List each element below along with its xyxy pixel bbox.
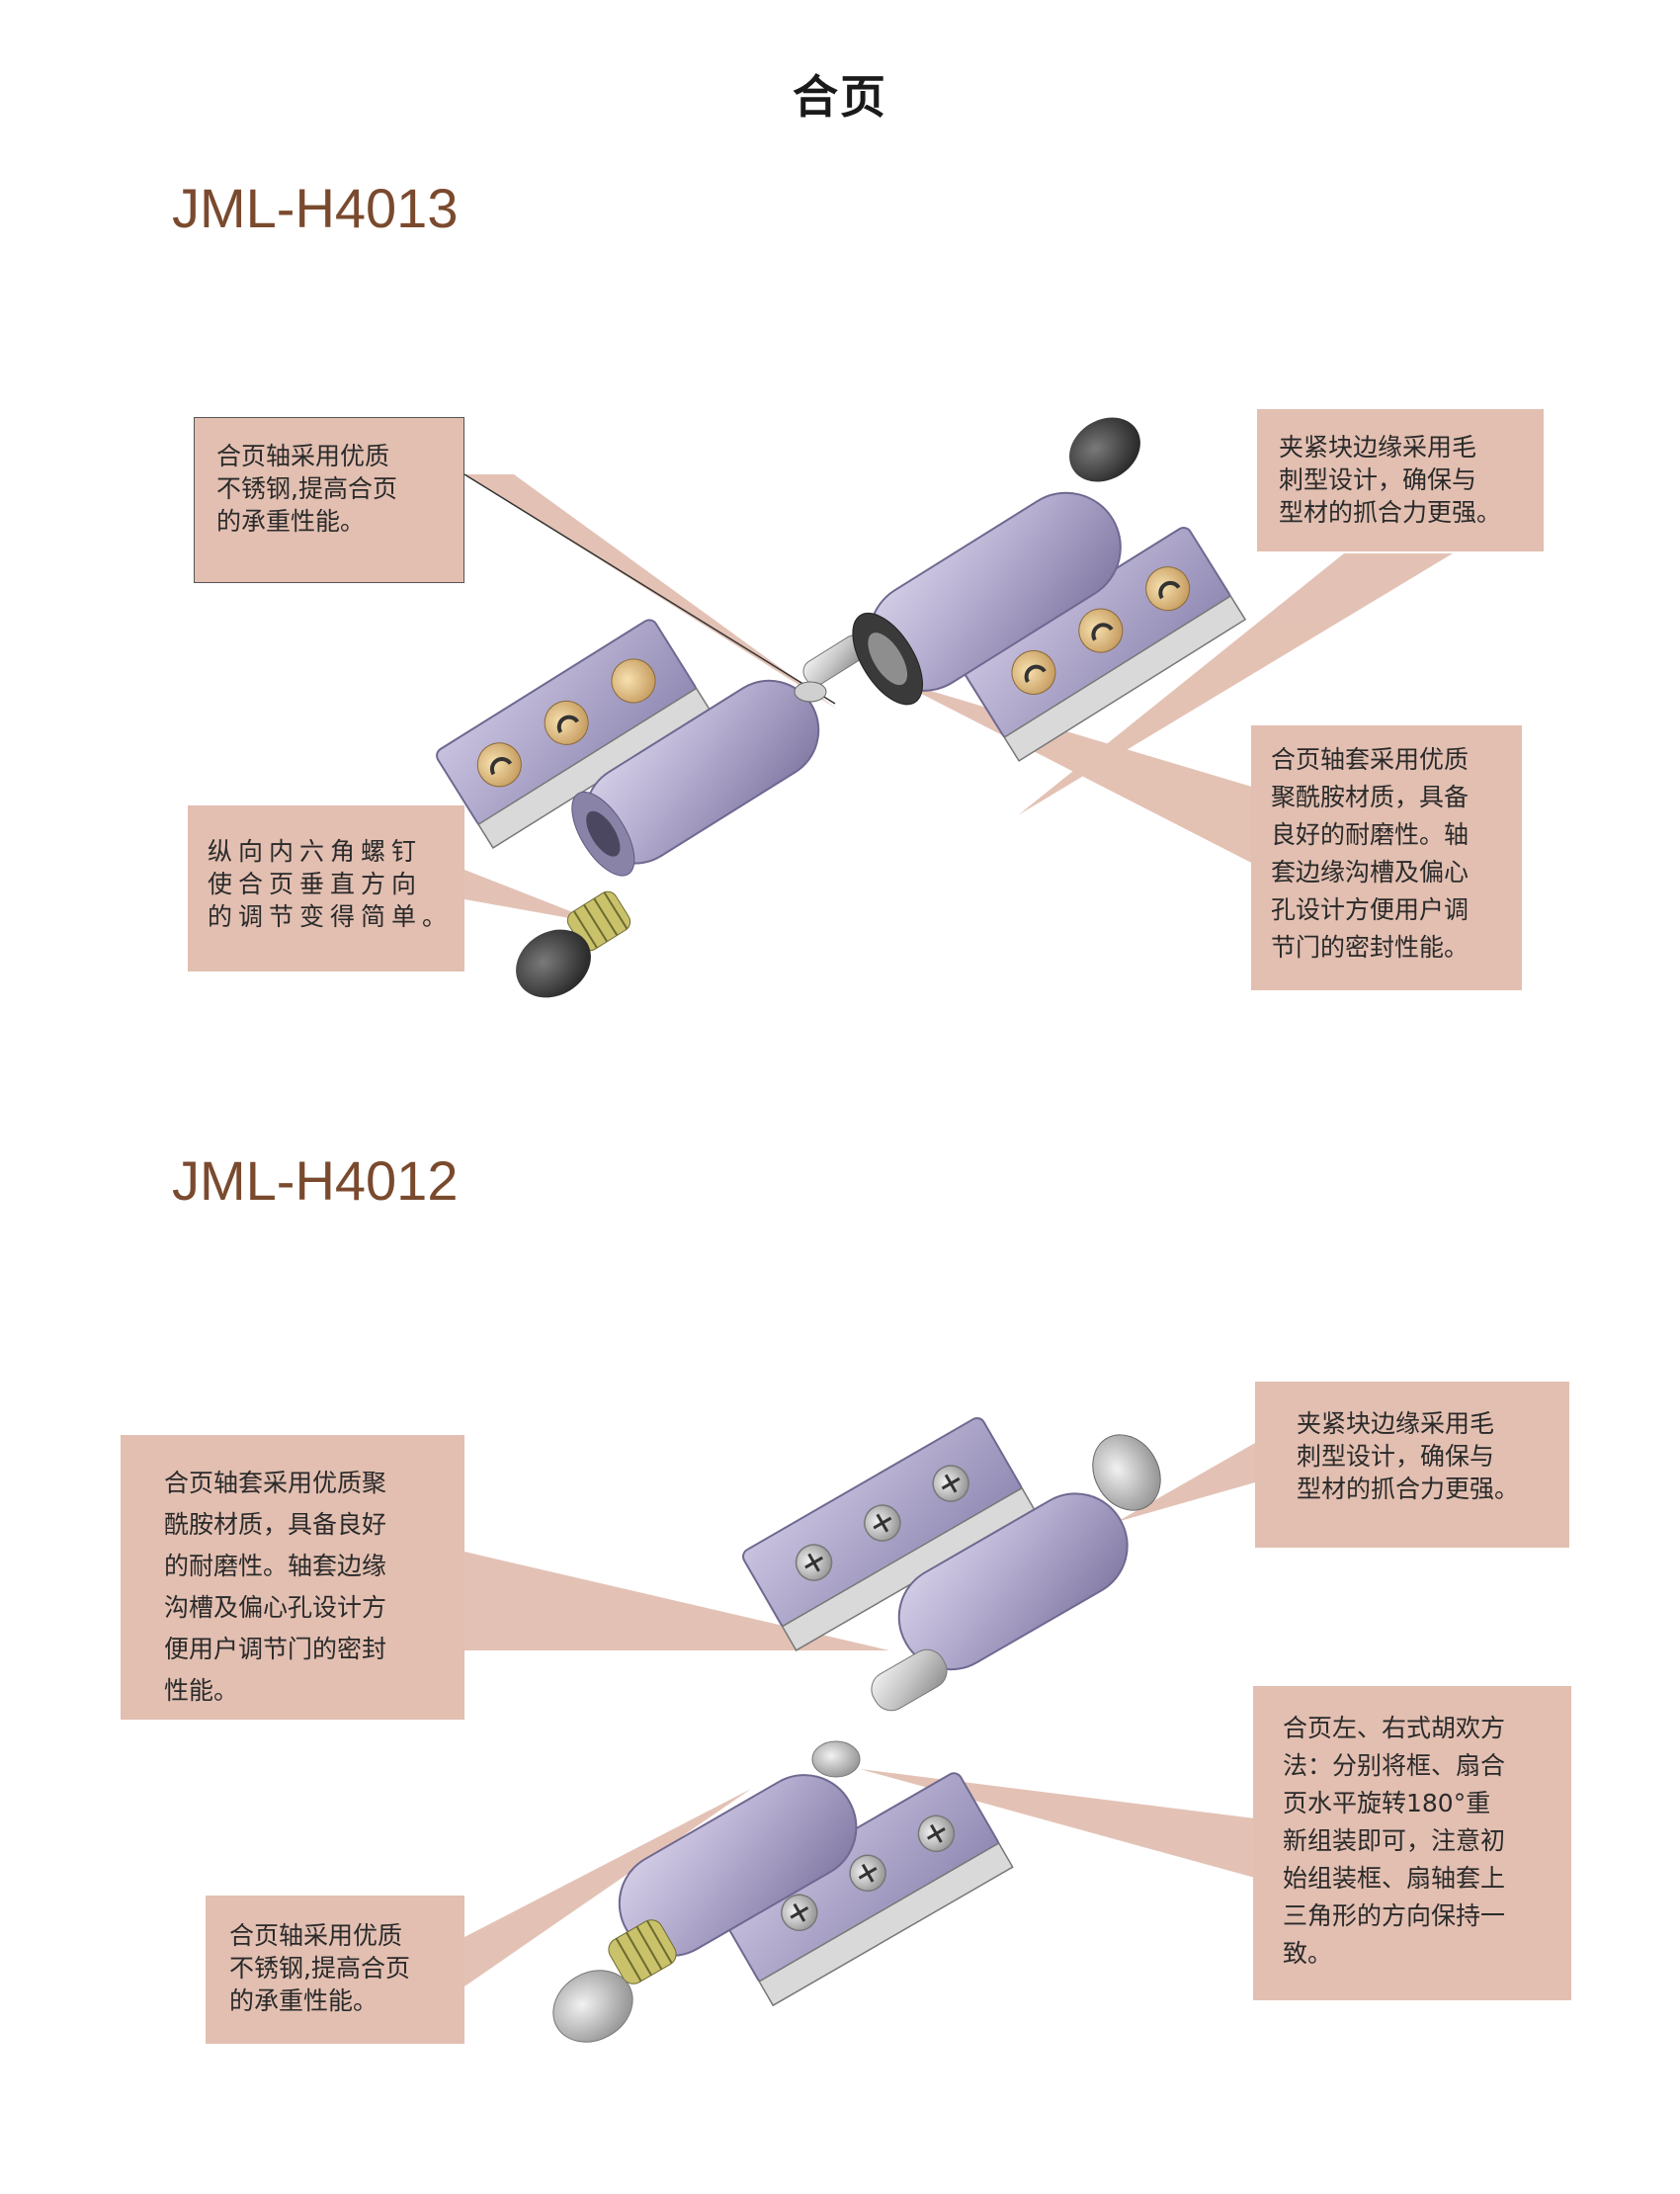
p1-hinge-upper bbox=[852, 491, 1247, 762]
model-title-2: JML-H4012 bbox=[172, 1149, 459, 1212]
p2-hinge-upper bbox=[742, 1416, 1129, 1671]
p1-callout-clamp: 夹紧块边缘采用毛 刺型设计，确保与 型材的抓合力更强。 bbox=[1257, 409, 1544, 551]
p2-callout-shaft: 合页轴采用优质 不锈钢,提高合页 的承重性能。 bbox=[206, 1896, 464, 2044]
p1-callout-sleeve: 合页轴套采用优质 聚酰胺材质，具备 良好的耐磨性。轴 套边缘沟槽及偏心 孔设计方… bbox=[1251, 725, 1522, 990]
p2-pin bbox=[811, 1648, 948, 1778]
p2-top-plug bbox=[1092, 1434, 1161, 1511]
p2-callout-sleeve: 合页轴套采用优质聚 酰胺材质，具备良好 的耐磨性。轴套边缘 沟槽及偏心孔设计方 … bbox=[121, 1435, 464, 1720]
p1-adjust-screw bbox=[516, 890, 631, 998]
p1-shaft-pointer-line bbox=[463, 473, 836, 705]
p2-callout-clamp: 夹紧块边缘采用毛 刺型设计，确保与 型材的抓合力更强。 bbox=[1255, 1382, 1569, 1548]
model-title-1: JML-H4013 bbox=[172, 177, 459, 239]
p1-hinge-lower bbox=[436, 619, 820, 877]
p2-hinge-lower bbox=[618, 1772, 1014, 2007]
p2-adjust-screw bbox=[552, 1919, 677, 2043]
p1-top-cap bbox=[1069, 417, 1140, 482]
p1-callout-shaft: 合页轴采用优质 不锈钢,提高合页 的承重性能。 bbox=[194, 417, 464, 583]
p1-pointer-wedges bbox=[464, 474, 1453, 924]
page-title: 合页 bbox=[793, 70, 887, 124]
p1-callout-screw: 纵向内六角螺钉 使合页垂直方向 的调节变得简单。 bbox=[188, 805, 464, 971]
p2-callout-reverse: 合页左、右式胡欢方 法：分别将框、扇合 页水平旋转180°重 新组装即可，注意初… bbox=[1253, 1686, 1571, 2000]
